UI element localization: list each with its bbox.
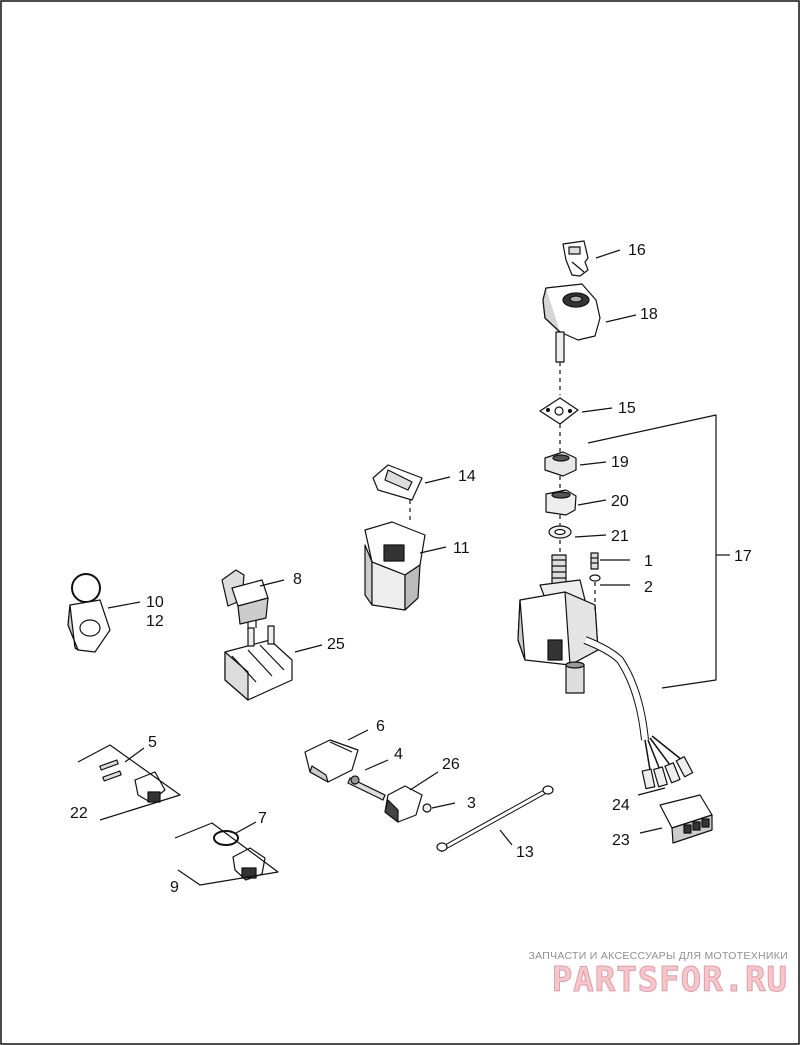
watermark-brand: PARTSFOR.RU [551,960,788,1001]
part-25-tray [224,625,293,701]
callout-23: 23 [612,832,630,849]
callout-18: 18 [640,306,658,323]
callout-8: 8 [293,571,302,588]
callout-22: 22 [70,805,88,822]
callout-21: 21 [611,528,629,545]
callout-7: 7 [258,810,267,827]
callout-10: 10 [146,594,164,611]
callout-5: 5 [148,734,157,751]
callout-26: 26 [442,756,460,773]
part-3-nut [422,803,432,813]
callout-4: 4 [394,746,403,763]
callout-9: 9 [170,879,179,896]
callout-11: 11 [453,540,470,557]
part-18-switch-cap [542,283,601,395]
part-17-ignition-switch-assembly [517,554,694,790]
part-6-boot [304,739,359,783]
part-4-stud [347,775,386,801]
callout-15: 15 [618,400,636,417]
part-15-switch-plate [539,397,579,455]
callout-12: 12 [146,613,164,630]
part-1-screw [590,552,599,570]
callout-3: 3 [467,795,476,812]
callout-1: 1 [644,553,653,570]
callout-14: 14 [458,468,476,485]
callout-labels: 16 18 15 19 20 21 1 2 17 24 23 14 11 8 1… [70,242,752,896]
callout-2: 2 [644,579,653,596]
part-22-sender [134,771,166,803]
part-11-module [364,521,426,611]
callout-17: 17 [734,548,752,565]
part-2-washer [589,574,601,610]
part-19-nut [544,451,577,490]
callout-16: 16 [628,242,646,259]
part-21-washer [548,525,572,552]
part-23-connector [659,794,713,844]
leader-lines [77,249,730,886]
part-26-circuit-breaker [384,785,423,823]
part-13-cable [436,785,554,853]
part-16-key [562,240,589,277]
part-8-relay [221,569,269,630]
watermark-subtitle: ЗАПЧАСТИ И АКСЕССУАРЫ ДЛЯ МОТОТЕХНИКИ [528,950,788,962]
part-10-12-key-fob [67,573,111,653]
part-20-collar [545,489,577,526]
part-14-cover [372,464,423,520]
callout-19: 19 [611,454,629,471]
callout-25: 25 [327,636,345,653]
part-5-terminals [99,759,122,782]
callout-6: 6 [376,718,385,735]
callout-24: 24 [612,797,630,814]
callout-13: 13 [516,844,534,861]
part-7-o-ring [213,830,239,846]
callout-20: 20 [611,493,629,510]
